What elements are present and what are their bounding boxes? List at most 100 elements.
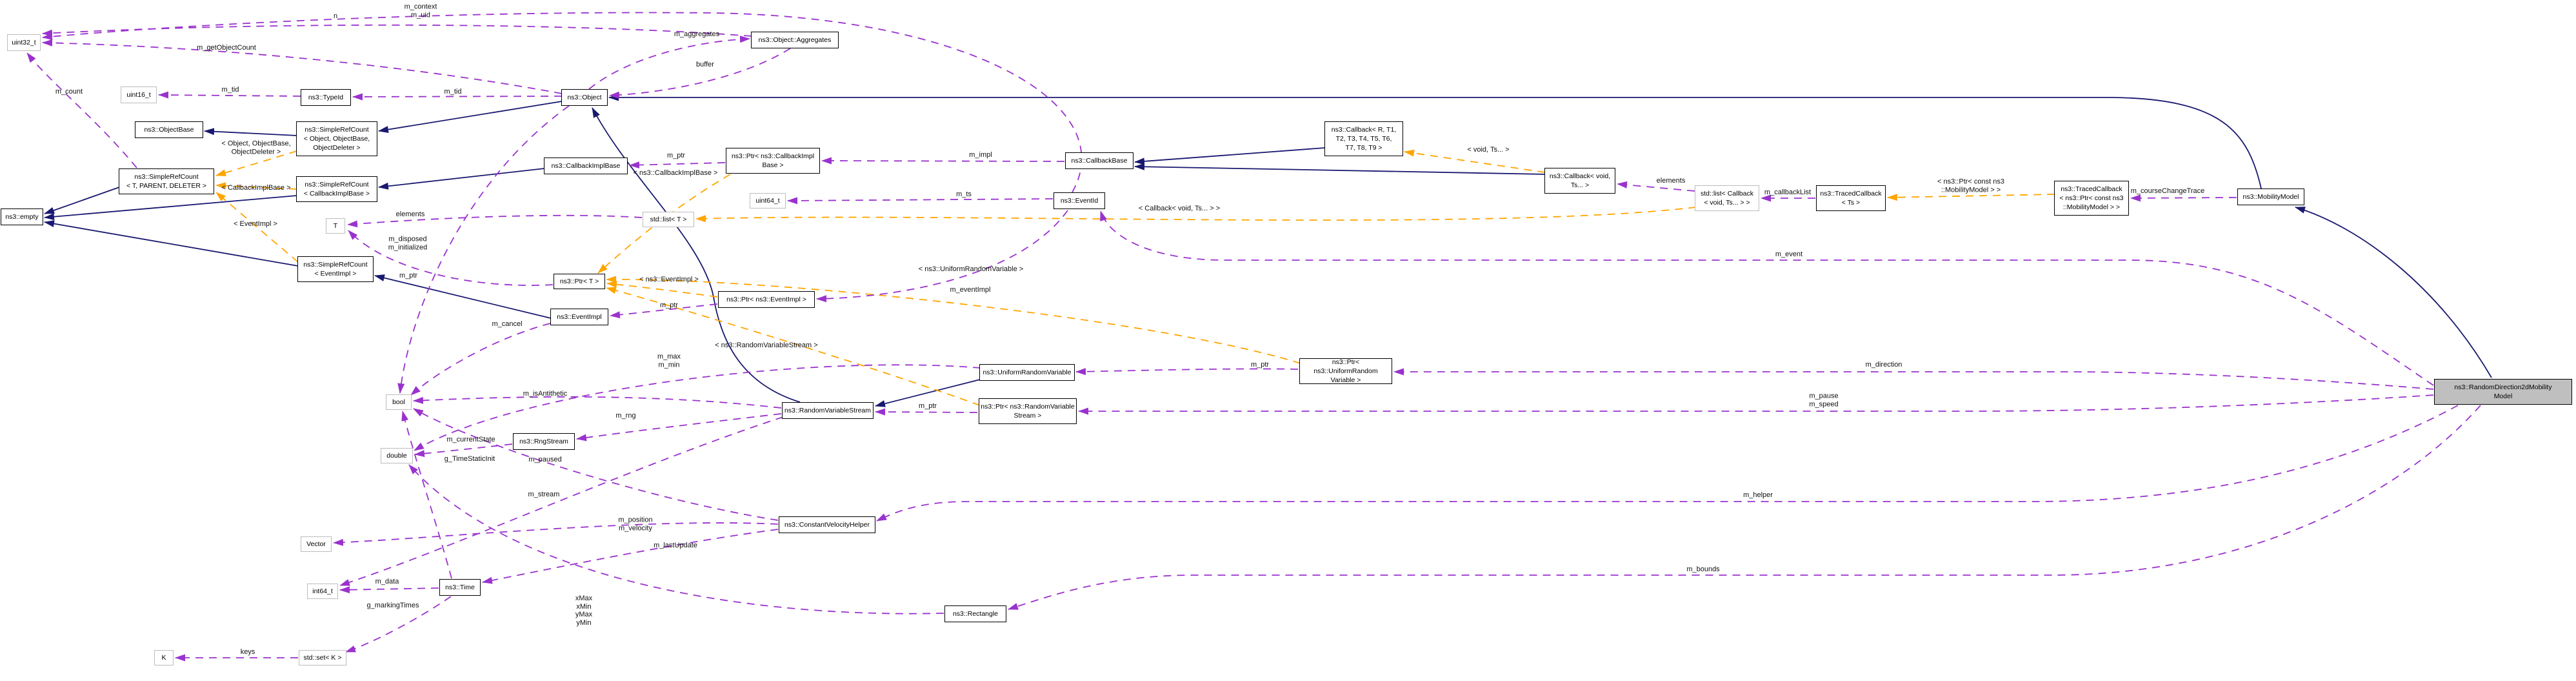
edge-ptr-uniformrandomvariable-ptr-t [606,276,1301,364]
node-ptr-eventimpl[interactable]: ns3::Ptr< ns3::EventImpl > [718,291,815,308]
edge-label-tracedcallback-mm-tracedcallback-ts: < ns3::Ptr< const ns3 ::MobilityModel > … [1937,178,2004,194]
edge-label-tracedcallback-ts-list-callback: m_callbackList [1764,188,1812,196]
edge-label-rdmm-ptr-randomvariablestream: m_pause m_speed [1809,392,1839,409]
edge-label-eventid-uint32: m_context m_uid [404,3,437,19]
edge-label-ptr-eventimpl-eventimpl: m_ptr [659,301,679,309]
edge-eventid-uint32 [42,12,1083,193]
edge-label-constantvelocityhelper-bool: m_paused [528,455,562,463]
edge-simplerefcount-t-empty [44,187,120,214]
node-uniformrandomvariable[interactable]: ns3::UniformRandomVariable [979,364,1075,381]
node-uint64: uint64_t [750,193,786,208]
edge-label-ptr-uniformrandomvariable-ptr-t: < ns3::UniformRandomVariable > [918,265,1024,273]
node-ptr-t[interactable]: ns3::Ptr< T > [554,274,605,289]
node-rdmm: ns3::RandomDirection2dMobility Model [2434,379,2572,405]
node-callback-r[interactable]: ns3::Callback< R, T1, T2, T3, T4, T5, T6… [1324,121,1403,156]
edge-label-object-typeid: m_tid [444,87,462,96]
node-callback-void[interactable]: ns3::Callback< void, Ts... > [1544,168,1615,194]
edge-label-randomvariablestream-rngstream: m_rng [615,411,636,420]
node-eventid[interactable]: ns3::EventId [1053,192,1105,209]
edge-simplerefcount-eventimpl-simplerefcount-t [215,192,299,263]
node-aggregates[interactable]: ns3::Object::Aggregates [751,32,839,48]
node-ptr-randomvariablestream[interactable]: ns3::Ptr< ns3::RandomVariable Stream > [979,398,1077,424]
node-callbackbase[interactable]: ns3::CallbackBase [1065,152,1133,169]
edge-label-randomvariablestream-bool: m_isAntithetic [523,389,568,398]
edge-rdmm-ptr-randomvariablestream [1078,394,2434,415]
edge-label-rectangle-double: xMax xMin yMax yMin [575,595,593,627]
edge-uniformrandomvariable-double [414,364,981,451]
edge-callbackimplbase-simplerefcount-callbackimplbase [378,168,545,190]
edge-object-simplerefcount-object [378,101,563,134]
edge-label-simplerefcount-eventimpl-simplerefcount-t: < EventImpl > [234,219,277,228]
node-rectangle[interactable]: ns3::Rectangle [944,605,1006,622]
node-simplerefcount-eventimpl[interactable]: ns3::SimpleRefCount < EventImpl > [297,256,374,282]
edge-simplerefcount-t-uint32 [26,52,137,168]
edge-callback-void-callbackbase [1134,163,1546,175]
node-randomvariablestream[interactable]: ns3::RandomVariableStream [782,402,874,419]
edge-time-int64 [339,586,439,594]
edge-label-list-callback-callback-void: elements [1656,176,1686,185]
edge-aggregates-object [609,48,791,99]
node-t: T [326,218,345,234]
node-rngstream[interactable]: ns3::RngStream [513,433,575,450]
edge-ptr-eventimpl-ptr-t [606,281,718,298]
node-object[interactable]: ns3::Object [561,89,608,106]
edge-simplerefcount-object-objectbase [204,128,297,136]
edge-label-set-k-k: keys [240,647,255,656]
node-constantvelocityhelper[interactable]: ns3::ConstantVelocityHelper [779,516,875,533]
edge-rdmm-mobilitymodel [2295,207,2492,378]
edge-object-aggregates [588,36,750,90]
node-bool: bool [386,394,412,410]
edge-ptr-callbackimplbase-ptr-t [597,174,731,274]
node-int64: int64_t [307,584,338,599]
node-time[interactable]: ns3::Time [439,579,481,596]
node-simplerefcount-object[interactable]: ns3::SimpleRefCount < Object, ObjectBase… [296,121,377,156]
edge-label-simplerefcount-t-uint32: m_count [55,87,83,96]
edge-rngstream-double [414,443,513,458]
edge-ptr-randomvariablestream-ptr-t [606,287,981,406]
edge-object-uint32 [42,39,563,94]
edge-ptr-t-t [348,230,554,286]
edge-eventimpl-simplerefcount-eventimpl [374,274,552,319]
node-tracedcallback-mm[interactable]: ns3::TracedCallback < ns3::Ptr< const ns… [2054,181,2129,216]
edge-label-time-bool: g_TimeStaticInit [444,454,495,463]
node-simplerefcount-t[interactable]: ns3::SimpleRefCount < T, PARENT, DELETER… [119,168,214,194]
node-typeid[interactable]: ns3::TypeId [301,89,351,106]
edge-label-typeid-uint16: m_tid [221,85,239,94]
edge-label-eventimpl-bool: m_cancel [492,320,523,328]
node-tracedcallback-ts[interactable]: ns3::TracedCallback < Ts > [1816,185,1886,211]
node-set-k: std::set< K > [299,650,346,666]
edge-label-constantvelocityhelper-time: m_lastUpdate [654,541,697,549]
node-ptr-uniformrandomvariable[interactable]: ns3::Ptr< ns3::UniformRandom Variable > [1299,358,1392,384]
node-empty[interactable]: ns3::empty [1,208,43,225]
edge-label-object-aggregates: m_aggregates [674,30,720,38]
node-simplerefcount-callbackimplbase[interactable]: ns3::SimpleRefCount < CallbackImplBase > [296,176,377,202]
node-double: double [381,448,413,463]
edge-aggregates-uint32 [42,24,752,37]
edge-label-mobilitymodel-tracedcallback-mm: m_courseChangeTrace [2130,187,2205,195]
node-vector: Vector [301,536,332,552]
edge-label-ptr-uniformrandomvariable-uniformrandomvariable: m_ptr [1250,360,1270,369]
edge-rdmm-constantvelocityhelper [876,405,2459,522]
node-uint32: uint32_t [7,34,41,51]
edge-label-simplerefcount-callbackimplbase-simplerefcount-t: < CallbackImplBase > [221,183,291,192]
edge-constantvelocityhelper-vector [333,522,779,546]
edge-rdmm-eventid [1100,210,2434,386]
edge-label-ptr-randomvariablestream-randomvariablestream: m_ptr [918,401,937,410]
edge-time-bool [401,411,452,579]
edge-rdmm-rectangle [1008,405,2481,610]
node-eventimpl[interactable]: ns3::EventImpl [550,309,608,325]
edge-rdmm-ptr-uniformrandomvariable [1393,368,2434,390]
edge-mobilitymodel-object [608,94,2262,189]
edge-label-ptr-randomvariablestream-ptr-t: < ns3::RandomVariableStream > [715,341,818,349]
edge-callback-r-callbackbase [1134,147,1326,165]
edge-label-eventid-ptr-eventimpl: m_eventImpl [950,285,991,294]
edge-label-aggregates-uint32: n [333,12,338,20]
node-ptr-callbackimplbase[interactable]: ns3::Ptr< ns3::CallbackImpl Base > [726,148,820,174]
node-callbackimplbase[interactable]: ns3::CallbackImplBase [544,158,628,174]
node-objectbase[interactable]: ns3::ObjectBase [135,121,203,138]
edge-label-time-set-k: g_markingTimes [366,601,419,609]
node-mobilitymodel[interactable]: ns3::MobilityModel [2237,188,2304,205]
edge-object-bool [397,105,570,394]
edge-object-typeid [352,93,563,101]
